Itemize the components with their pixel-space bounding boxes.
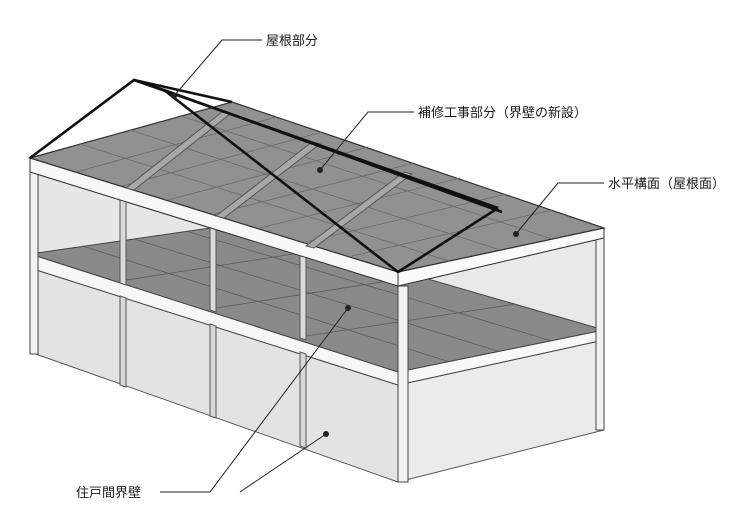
label-horizontal-plane: 水平構面（屋根面） [608,177,725,192]
label-party-wall: 住戸間界壁 [76,486,141,501]
annotation-repair-part: 補修工事部分（界壁の新設） [317,105,587,173]
label-roof-part: 屋根部分 [266,34,318,49]
party-walls-upper [119,199,307,341]
annotation-horizontal-plane: 水平構面（屋根面） [513,177,725,237]
roof-frame [29,78,503,274]
floor-grid [81,230,553,363]
roof-grid [75,115,553,262]
repair-diagonal-walls [124,111,414,249]
party-walls-lower [119,295,307,449]
building-structure [27,78,607,483]
label-repair-part: 補修工事部分（界壁の新設） [418,105,587,121]
annotation-roof-part: 屋根部分 [171,34,318,99]
annotation-party-wall: 住戸間界壁 [76,305,351,501]
